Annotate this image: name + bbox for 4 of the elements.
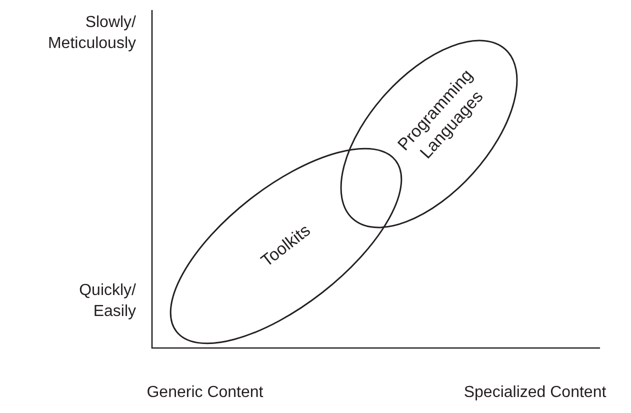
axis-label: Generic Content xyxy=(146,383,264,403)
axis-label: Slowly/ Meticulously xyxy=(46,13,136,54)
axis-label: Specialized Content xyxy=(462,383,608,403)
axis-label: Quickly/ Easily xyxy=(78,281,136,322)
